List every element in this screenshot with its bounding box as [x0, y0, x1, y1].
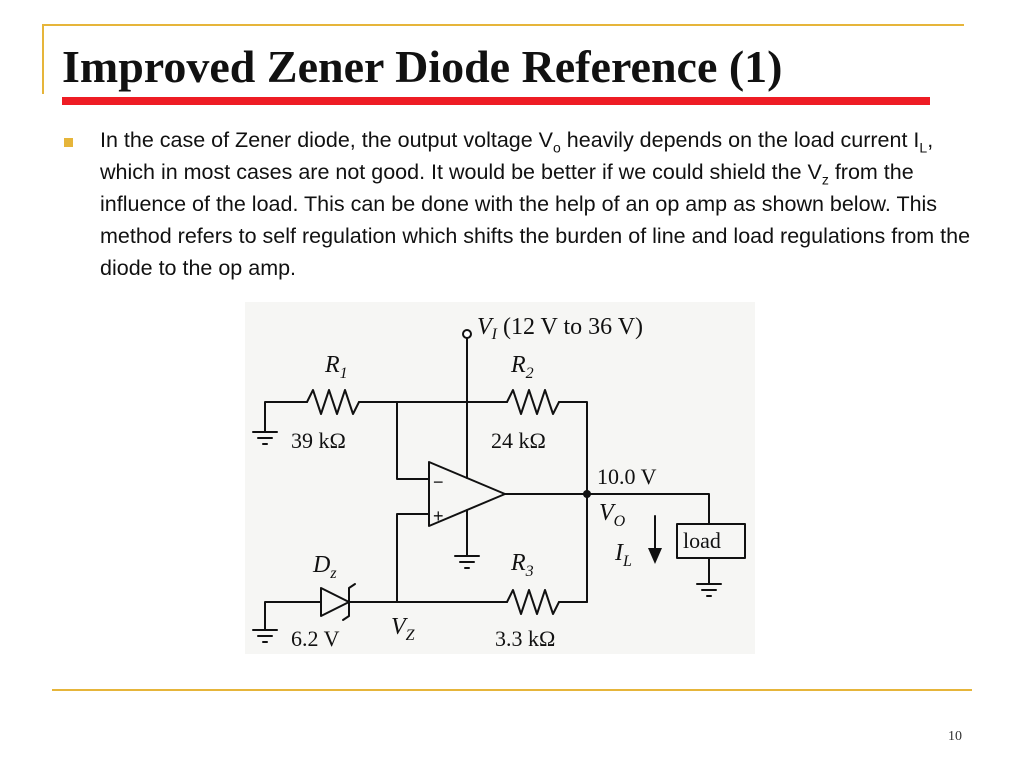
vi-label: VI (12 V to 36 V) [477, 314, 643, 343]
vi-terminal [462, 329, 472, 339]
r2-value: 24 kΩ [491, 428, 546, 453]
load-box [676, 523, 746, 559]
r1-label: R1 [324, 352, 348, 382]
zener-diode-body [320, 587, 350, 617]
vz-label: VZ [391, 614, 416, 644]
r2-to-node-wire [558, 401, 588, 495]
opamp-ground-symbol [454, 555, 480, 569]
frame-left-rule [42, 24, 44, 94]
body-sub-l: L [919, 139, 928, 156]
load-ground-symbol [696, 583, 722, 597]
dz-value: 6.2 V [291, 626, 340, 651]
body-text-3: , which in most cases are not good. It w… [100, 128, 934, 184]
body-sub-z: z [821, 171, 829, 188]
circuit-diagram: VI (12 V to 36 V) R1 39 kΩ R2 24 kΩ − + … [245, 302, 755, 654]
r1-value: 39 kΩ [291, 428, 346, 453]
load-label: load [683, 528, 721, 553]
r1-resistor [306, 389, 360, 415]
title-underline [62, 97, 930, 105]
body-text-4: from the influence of the load. This can… [100, 160, 971, 280]
inverting-feedback-wire [396, 401, 430, 480]
circuit-svg: VI (12 V to 36 V) R1 39 kΩ R2 24 kΩ − + … [252, 314, 746, 651]
r1-ground-wire [264, 401, 308, 433]
r3-resistor [506, 589, 560, 615]
output-to-load-wire [586, 493, 710, 525]
noninv-wire [396, 513, 430, 603]
il-arrow-head [648, 548, 662, 564]
r3-label: R3 [510, 550, 534, 580]
r2-label: R2 [510, 352, 534, 382]
body-paragraph: In the case of Zener diode, the output v… [100, 124, 980, 284]
body-sub-o: o [553, 139, 561, 156]
opamp-plus: + [433, 506, 444, 526]
vo-value: 10.0 V [597, 464, 657, 489]
body-text-2: heavily depends on the load current I [560, 128, 920, 152]
dz-label: Dz [312, 552, 337, 582]
dz-ground-wire [264, 601, 312, 631]
frame-top-rule [42, 24, 964, 26]
page-number: 10 [948, 729, 962, 744]
r2-resistor [506, 389, 560, 415]
body-text-1: In the case of Zener diode, the output v… [100, 128, 554, 152]
r1-ground-symbol [252, 431, 278, 445]
il-label: IL [614, 540, 632, 570]
output-junction-dot [583, 490, 591, 498]
slide-title: Improved Zener Diode Reference (1) [62, 41, 783, 92]
vo-label: VO [599, 500, 626, 530]
opamp-minus: − [433, 472, 444, 492]
r3-value: 3.3 kΩ [495, 626, 555, 651]
dz-ground-symbol [252, 629, 278, 643]
frame-bottom-rule [52, 689, 972, 691]
bullet-marker [64, 138, 73, 147]
